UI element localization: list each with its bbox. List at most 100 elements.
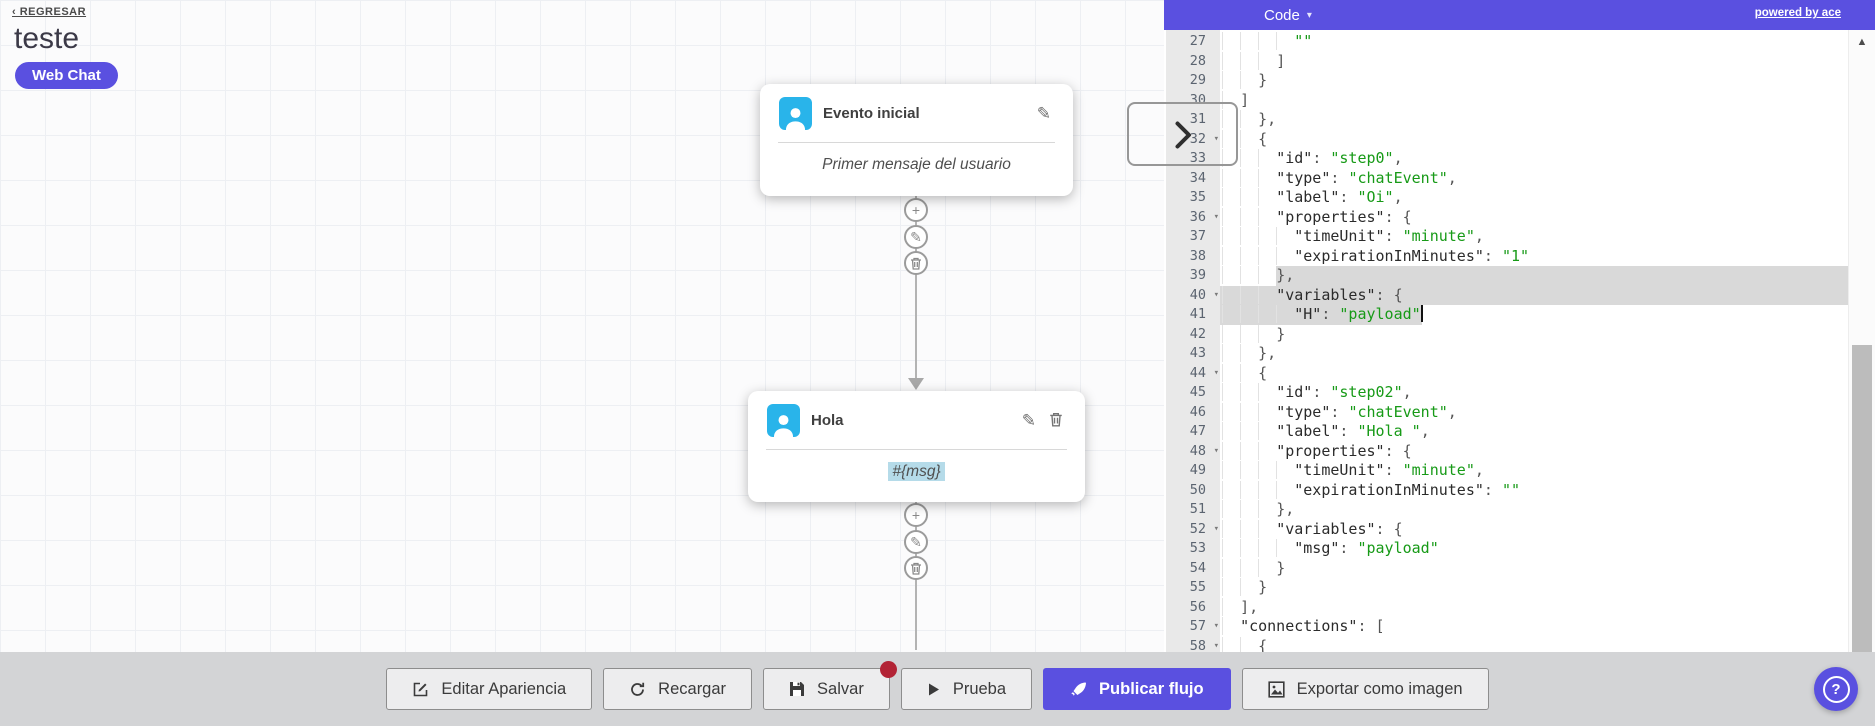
code-line[interactable]: "label": "Hola ", xyxy=(1220,422,1848,442)
code-line[interactable]: ], xyxy=(1220,598,1848,618)
fold-toggle-icon[interactable]: ▾ xyxy=(1213,445,1219,456)
code-line[interactable]: { xyxy=(1220,130,1848,150)
scroll-up-arrow[interactable]: ▲ xyxy=(1856,36,1868,48)
node-title: Evento inicial xyxy=(823,105,920,122)
code-line[interactable]: "connections": [ xyxy=(1220,617,1848,637)
gutter-line-number: 42 xyxy=(1189,325,1206,342)
node-evento-inicial[interactable]: Evento inicial ✎ Primer mensaje del usua… xyxy=(760,84,1073,196)
toolbar-button-play[interactable]: Prueba xyxy=(900,668,1033,710)
code-line[interactable]: "properties": { xyxy=(1220,442,1848,462)
code-line[interactable]: "H": "payload" xyxy=(1220,305,1848,325)
fold-toggle-icon[interactable]: ▾ xyxy=(1213,211,1219,222)
fold-toggle-icon[interactable]: ▾ xyxy=(1213,640,1219,651)
edit-node-icon[interactable]: ✎ xyxy=(1036,104,1051,123)
code-text: ] xyxy=(1220,52,1285,70)
code-line[interactable]: "label": "Oi", xyxy=(1220,188,1848,208)
gutter-line-number: 38 xyxy=(1189,247,1206,264)
code-panel-header: Code ▾ powered by ace xyxy=(1164,0,1875,30)
channel-badge: Web Chat xyxy=(15,62,118,89)
toolbar-button-label: Exportar como imagen xyxy=(1296,679,1463,698)
code-text: "label": "Oi", xyxy=(1220,188,1402,206)
code-line[interactable]: "" xyxy=(1220,32,1848,52)
gutter-line-number: 35 xyxy=(1189,189,1206,205)
gutter-line-number: 44▾ xyxy=(1166,364,1220,384)
fold-toggle-icon[interactable]: ▾ xyxy=(1213,621,1219,631)
flow-canvas[interactable]: ‹ REGRESAR teste Web Chat + ✎ + ✎ Evento… xyxy=(0,0,1164,652)
toolbar-button-edit[interactable]: Editar Apariencia xyxy=(386,668,593,710)
code-text: } xyxy=(1220,578,1267,596)
toolbar-button-refresh[interactable]: Recargar xyxy=(603,668,753,710)
chevron-right-icon xyxy=(1175,121,1191,149)
back-link[interactable]: ‹ REGRESAR xyxy=(12,6,87,18)
code-line[interactable]: "variables": { xyxy=(1220,520,1848,540)
flow-title: teste xyxy=(14,22,80,55)
delete-connection-button[interactable] xyxy=(904,251,928,275)
code-line[interactable]: }, xyxy=(1220,110,1848,130)
code-line[interactable]: } xyxy=(1220,559,1848,579)
gutter-line-number: 37 xyxy=(1189,228,1206,244)
gutter-line-number: 58▾ xyxy=(1166,637,1220,653)
code-line[interactable]: "type": "chatEvent", xyxy=(1220,403,1848,423)
editor-text-area[interactable]: "" ] } ] }, { "id": "step0", "type": "ch… xyxy=(1220,30,1848,652)
user-avatar-icon xyxy=(779,97,812,130)
toolbar-button-rocket[interactable]: Publicar flujo xyxy=(1043,668,1231,710)
code-line[interactable]: "id": "step02", xyxy=(1220,383,1848,403)
fold-toggle-icon[interactable]: ▾ xyxy=(1213,523,1219,534)
code-text: "properties": { xyxy=(1220,208,1411,226)
code-line[interactable]: "msg": "payload" xyxy=(1220,539,1848,559)
code-line[interactable]: }, xyxy=(1220,344,1848,364)
gutter-line-number: 55 xyxy=(1189,579,1206,595)
fold-toggle-icon[interactable]: ▾ xyxy=(1213,289,1219,300)
code-line[interactable]: { xyxy=(1220,637,1848,653)
code-line[interactable]: "timeUnit": "minute", xyxy=(1220,461,1848,481)
editor-scrollbar: ▲ xyxy=(1848,30,1875,652)
add-step-button[interactable]: + xyxy=(904,198,928,222)
code-line[interactable]: "type": "chatEvent", xyxy=(1220,169,1848,189)
gutter-line-number: 39 xyxy=(1189,267,1206,283)
gutter-line-number: 40▾ xyxy=(1166,286,1220,306)
rocket-icon xyxy=(1070,681,1087,698)
code-text: { xyxy=(1220,364,1267,382)
code-line[interactable]: "expirationInMinutes": "1" xyxy=(1220,247,1848,267)
refresh-icon xyxy=(629,681,646,698)
fold-toggle-icon[interactable]: ▾ xyxy=(1213,367,1219,378)
user-avatar-icon xyxy=(767,404,800,437)
edit-connection-button[interactable]: ✎ xyxy=(904,530,928,554)
unsaved-changes-indicator xyxy=(879,661,897,678)
edit-node-icon[interactable]: ✎ xyxy=(1021,411,1036,430)
code-line[interactable]: { xyxy=(1220,364,1848,384)
scrollbar-thumb[interactable] xyxy=(1852,345,1872,652)
code-line[interactable]: }, xyxy=(1220,500,1848,520)
delete-connection-button[interactable] xyxy=(904,556,928,580)
edit-icon xyxy=(412,681,429,698)
code-text: "H": "payload" xyxy=(1220,305,1420,323)
code-text: { xyxy=(1220,637,1267,653)
delete-node-icon[interactable] xyxy=(1049,412,1063,430)
gutter-line-number: 47 xyxy=(1189,423,1206,439)
node-hola[interactable]: Hola ✎ #{msg} xyxy=(748,391,1085,502)
code-line[interactable]: }, xyxy=(1220,266,1848,286)
panel-collapse-toggle[interactable] xyxy=(1127,102,1238,166)
gutter-line-number: 31 xyxy=(1189,111,1206,127)
powered-by-ace-link[interactable]: powered by ace xyxy=(1754,7,1841,19)
toolbar-button-save[interactable]: Salvar xyxy=(763,661,897,710)
code-line[interactable]: } xyxy=(1220,578,1848,598)
help-button[interactable]: ? xyxy=(1814,667,1858,711)
code-line[interactable]: "variables": { xyxy=(1220,285,1848,305)
toolbar-button-image[interactable]: Exportar como imagen xyxy=(1241,668,1489,710)
toolbar-button-label: Recargar xyxy=(658,679,727,698)
add-step-button[interactable]: + xyxy=(904,503,928,527)
code-line[interactable]: } xyxy=(1220,325,1848,345)
code-line[interactable]: "expirationInMinutes": "" xyxy=(1220,481,1848,501)
code-line[interactable]: "timeUnit": "minute", xyxy=(1220,227,1848,247)
code-line[interactable]: "properties": { xyxy=(1220,208,1848,228)
code-line[interactable]: ] xyxy=(1220,52,1848,72)
code-line[interactable]: } xyxy=(1220,71,1848,91)
fold-toggle-icon[interactable]: ▾ xyxy=(1213,133,1219,144)
mode-label: Code xyxy=(1264,6,1300,24)
code-line[interactable]: "id": "step0", xyxy=(1220,149,1848,169)
editor-mode-dropdown[interactable]: Code ▾ xyxy=(1264,7,1312,24)
code-line[interactable]: ] xyxy=(1220,91,1848,111)
edit-connection-button[interactable]: ✎ xyxy=(904,225,928,249)
